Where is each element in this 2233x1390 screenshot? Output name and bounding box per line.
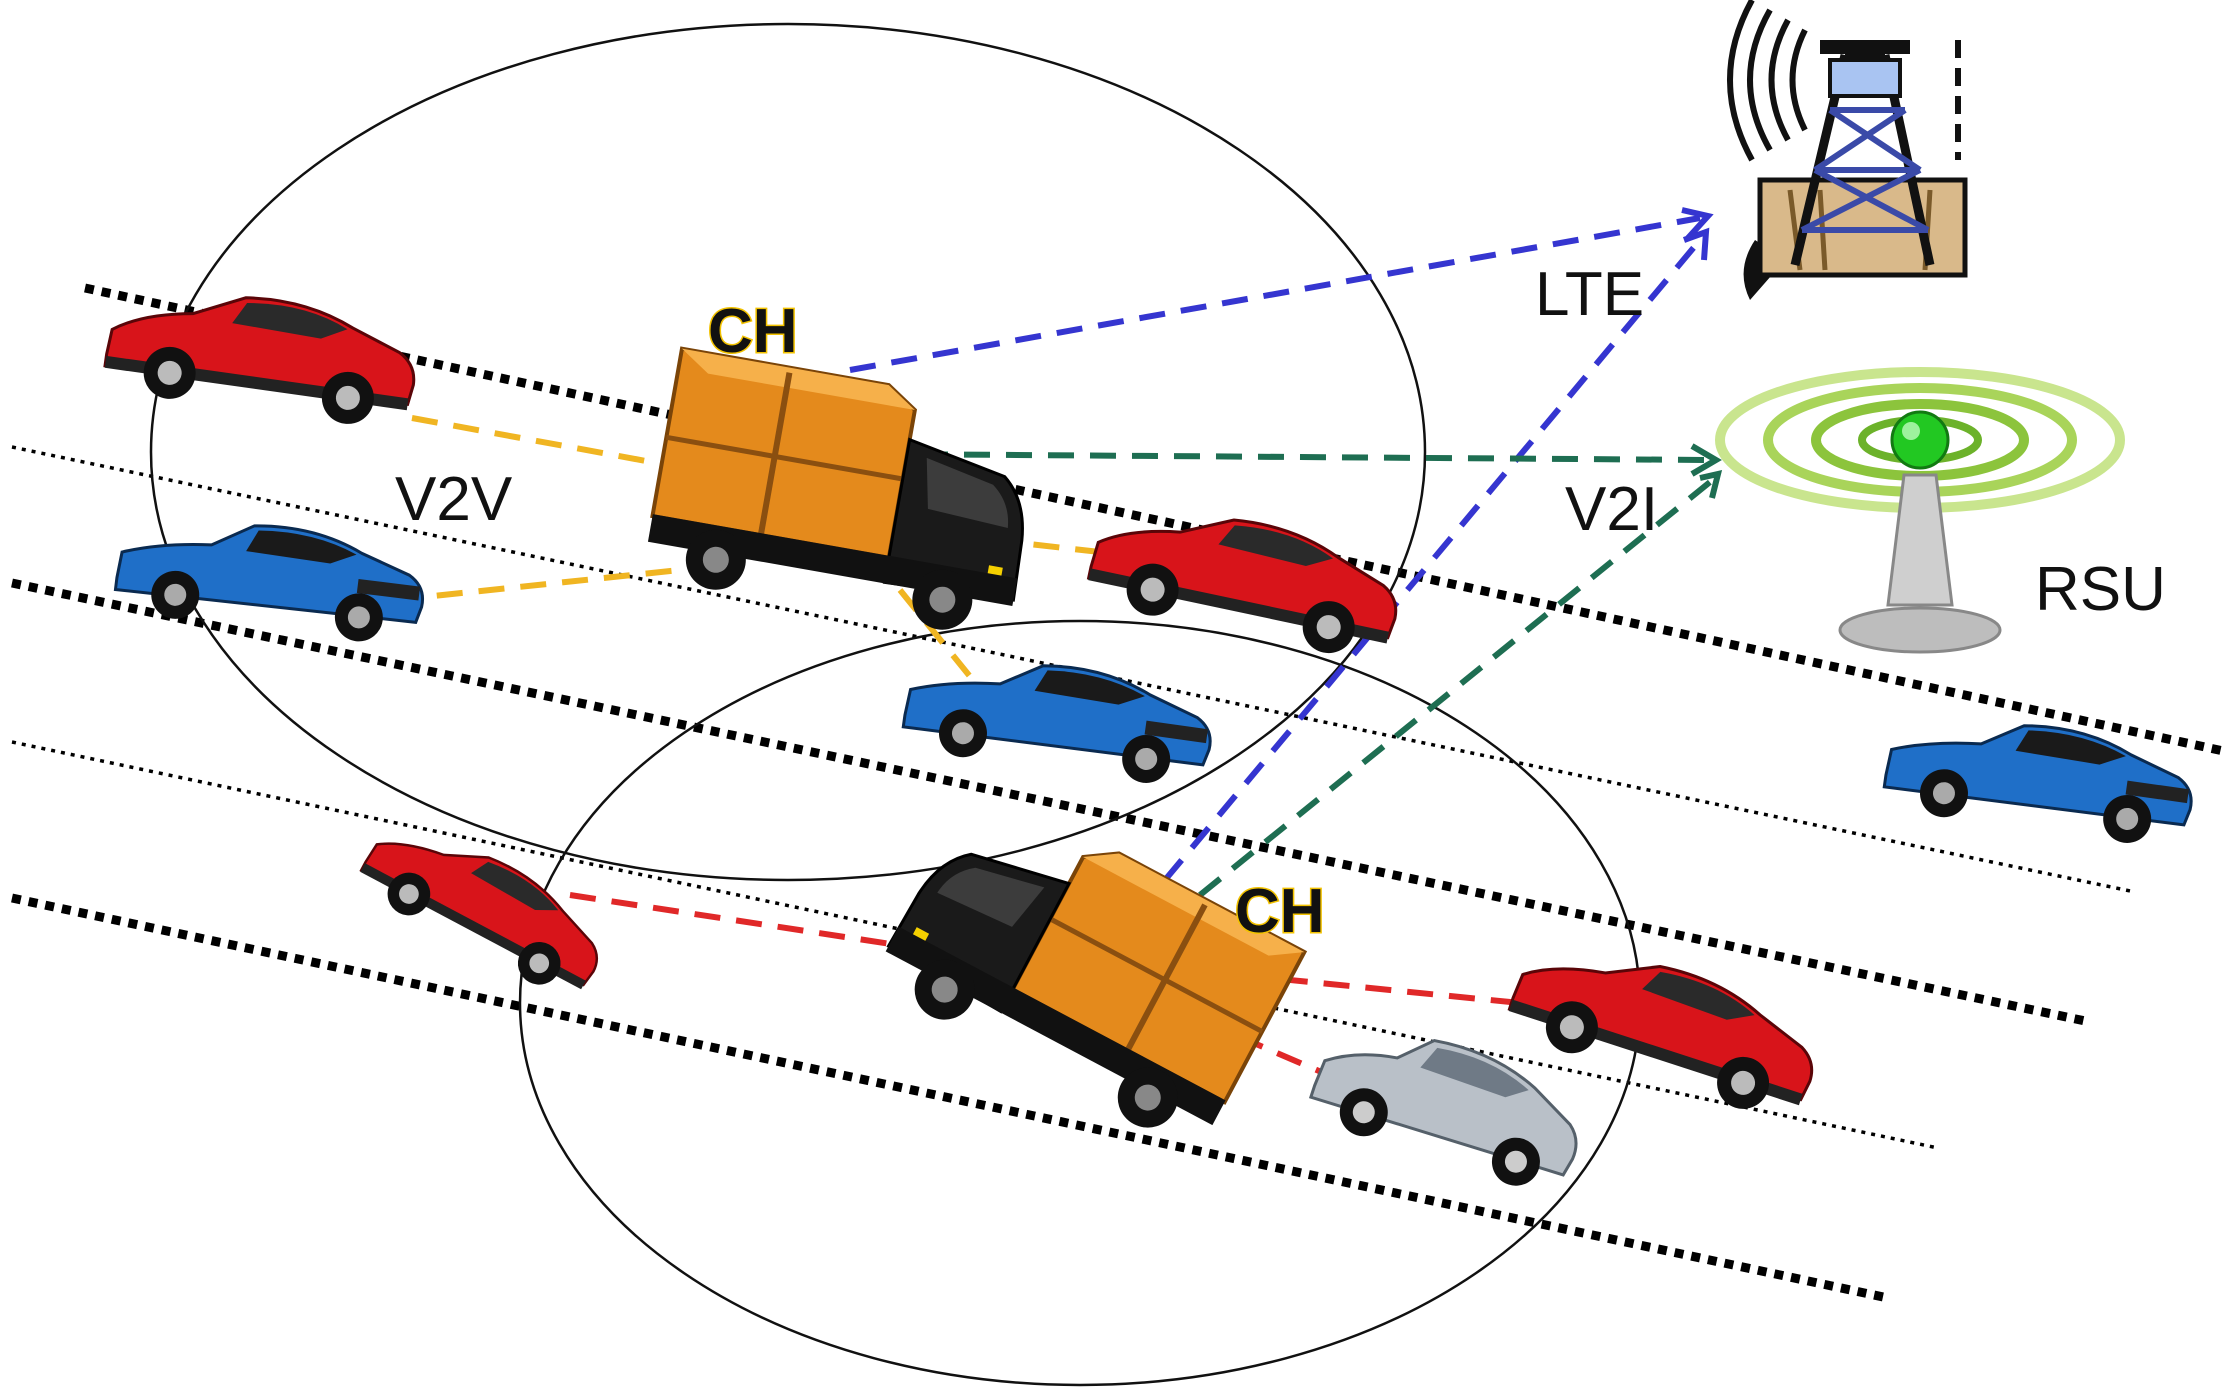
lte-links: [849, 207, 1714, 882]
blue-car-icon: [898, 643, 1220, 793]
road-lane-markings: [11, 283, 2229, 1303]
rsu-label: RSU: [2035, 555, 2166, 624]
red-car-icon: [100, 276, 424, 434]
cluster-boundary-top: [149, 22, 1427, 882]
rsu-antenna-icon: [1715, 367, 2125, 654]
v2v-label: V2V: [395, 465, 513, 534]
cluster-head-label-bottom: CH: [1235, 877, 1325, 946]
lte-label: LTE: [1535, 260, 1644, 329]
v2i-label: V2I: [1565, 475, 1658, 544]
v2i-links: [879, 443, 1723, 898]
truck-icon: [642, 349, 1047, 642]
cluster-head-label-top: CH: [708, 297, 798, 366]
blue-car-icon: [1879, 703, 2201, 853]
truck-icon: [869, 778, 1305, 1157]
red-car-icon: [350, 804, 620, 1008]
cell-tower-icon: [1727, 0, 1968, 300]
